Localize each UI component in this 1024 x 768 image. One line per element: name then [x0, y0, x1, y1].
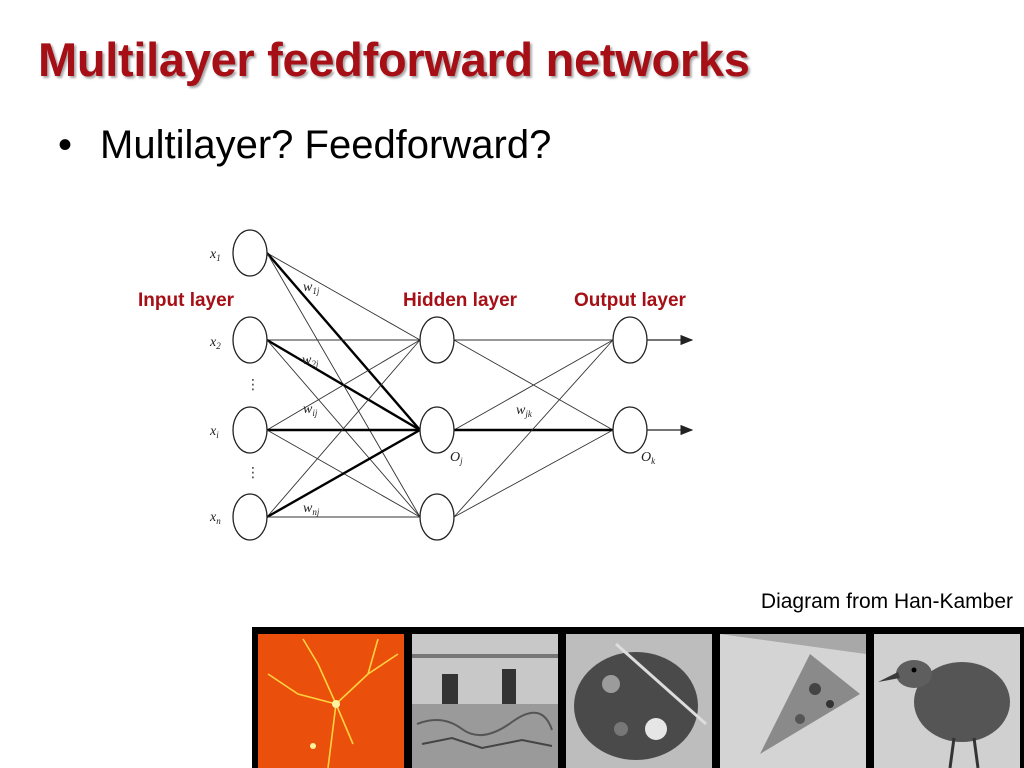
input-var-label-4: xn — [209, 510, 221, 526]
output-layer-label: Output layer — [574, 290, 686, 311]
input-node-1 — [232, 229, 268, 277]
weight-label-2j: w2j — [302, 353, 319, 369]
photo-strip — [252, 627, 1024, 768]
hidden-node-2 — [419, 406, 455, 454]
edge-hidden3-output1 — [453, 339, 614, 518]
edge-input1-hidden2 — [266, 252, 421, 431]
input-var-label-2: x2 — [209, 335, 221, 351]
weight-label-1j: w1j — [303, 280, 320, 296]
neuron-photo — [258, 634, 404, 768]
hidden-node-3 — [419, 493, 455, 541]
input-ellipsis-2: ⋮ — [246, 465, 260, 481]
output-node-2 — [612, 406, 648, 454]
bullet-item: • Multilayer? Feedforward? — [58, 123, 551, 168]
berlin-wall-photo — [412, 634, 558, 768]
weight-label-nj: wnj — [303, 501, 320, 517]
input-var-label-1: x1 — [209, 247, 221, 263]
connection-edges — [266, 252, 694, 519]
slide-title: Multilayer feedforward networks — [38, 33, 750, 86]
input-ellipsis-1: ⋮ — [246, 377, 260, 393]
edge-hidden2-output1 — [453, 339, 614, 431]
weight-label-jk: wjk — [516, 403, 533, 419]
edge-input4-hidden2 — [266, 428, 421, 519]
bird-photo — [874, 634, 1020, 768]
input-layer-label: Input layer — [138, 290, 235, 311]
pizza-photo — [720, 634, 866, 768]
input-var-label-3: xi — [209, 424, 219, 440]
bullet-text: Multilayer? Feedforward? — [100, 123, 552, 167]
edge-input3-hidden1 — [266, 339, 421, 431]
network-nodes — [232, 229, 648, 541]
input-node-3 — [232, 406, 268, 454]
node-label-hidden: Oj — [450, 450, 463, 466]
node-label-output: Ok — [641, 450, 656, 466]
output-node-1 — [612, 316, 648, 364]
edge-input1-hidden1 — [266, 252, 421, 341]
bullet-glyph: • — [58, 123, 73, 167]
hidden-node-1 — [419, 316, 455, 364]
diagram-caption: Diagram from Han-Kamber — [760, 590, 1013, 613]
hidden-layer-label: Hidden layer — [403, 290, 518, 311]
edge-hidden3-output2 — [453, 429, 614, 518]
palette-photo — [566, 634, 712, 768]
input-node-4 — [232, 493, 268, 541]
weight-label-ij: wij — [303, 402, 318, 418]
input-node-2 — [232, 316, 268, 364]
edge-input4-hidden1 — [266, 339, 421, 518]
